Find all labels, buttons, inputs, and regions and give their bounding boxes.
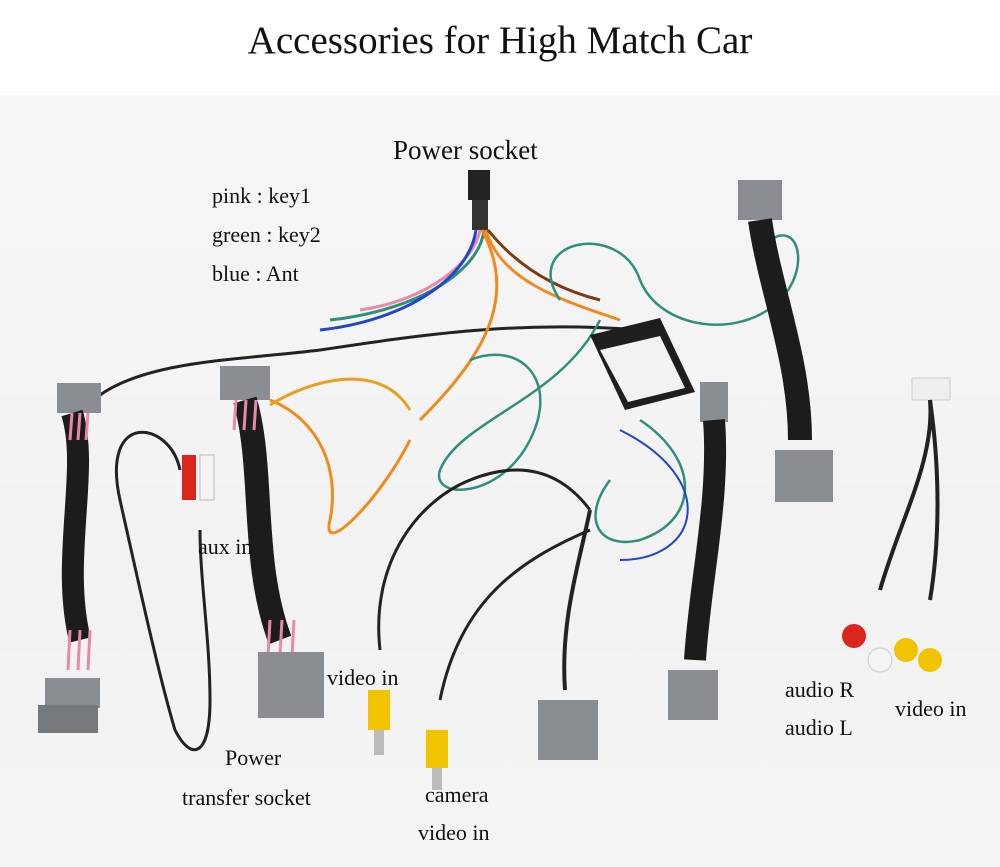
camera-cable (426, 528, 591, 790)
aux-in-label: aux in (198, 534, 253, 559)
power-transfer-label-1: Power (225, 745, 282, 770)
lower-middle-connector (538, 509, 598, 760)
product-photo (0, 95, 1000, 867)
video-in-center-label: video in (327, 665, 399, 690)
green-wire-right (594, 418, 687, 544)
blue-wire-right (619, 429, 689, 561)
green-wire-loop (549, 234, 800, 326)
far-right-harness (738, 180, 833, 502)
control-module-box (590, 318, 695, 410)
power-socket-label: Power socket (393, 135, 538, 165)
blue-ant-label: blue : Ant (212, 261, 299, 286)
aux-cable (114, 430, 215, 751)
black-cable (99, 325, 641, 397)
power-transfer-label-2: transfer socket (182, 785, 311, 810)
rca-splitter-cable (842, 377, 951, 673)
pink-key1-label: pink : key1 (212, 183, 311, 208)
audio-l-label: audio L (785, 715, 853, 740)
power-socket-connector (319, 170, 621, 422)
camera-label-1: camera (425, 782, 489, 807)
right-harness (668, 382, 728, 720)
video-in-cable (368, 468, 592, 755)
center-harness (220, 366, 412, 718)
camera-label-2: video in (418, 820, 490, 845)
green-key2-label: green : key2 (212, 222, 321, 247)
video-in-right-label: video in (895, 696, 967, 721)
audio-r-label: audio R (785, 677, 855, 702)
green-wire-loop-lower (437, 319, 602, 491)
page-title: Accessories for High Match Car (247, 19, 753, 62)
left-t-harness (38, 383, 101, 733)
